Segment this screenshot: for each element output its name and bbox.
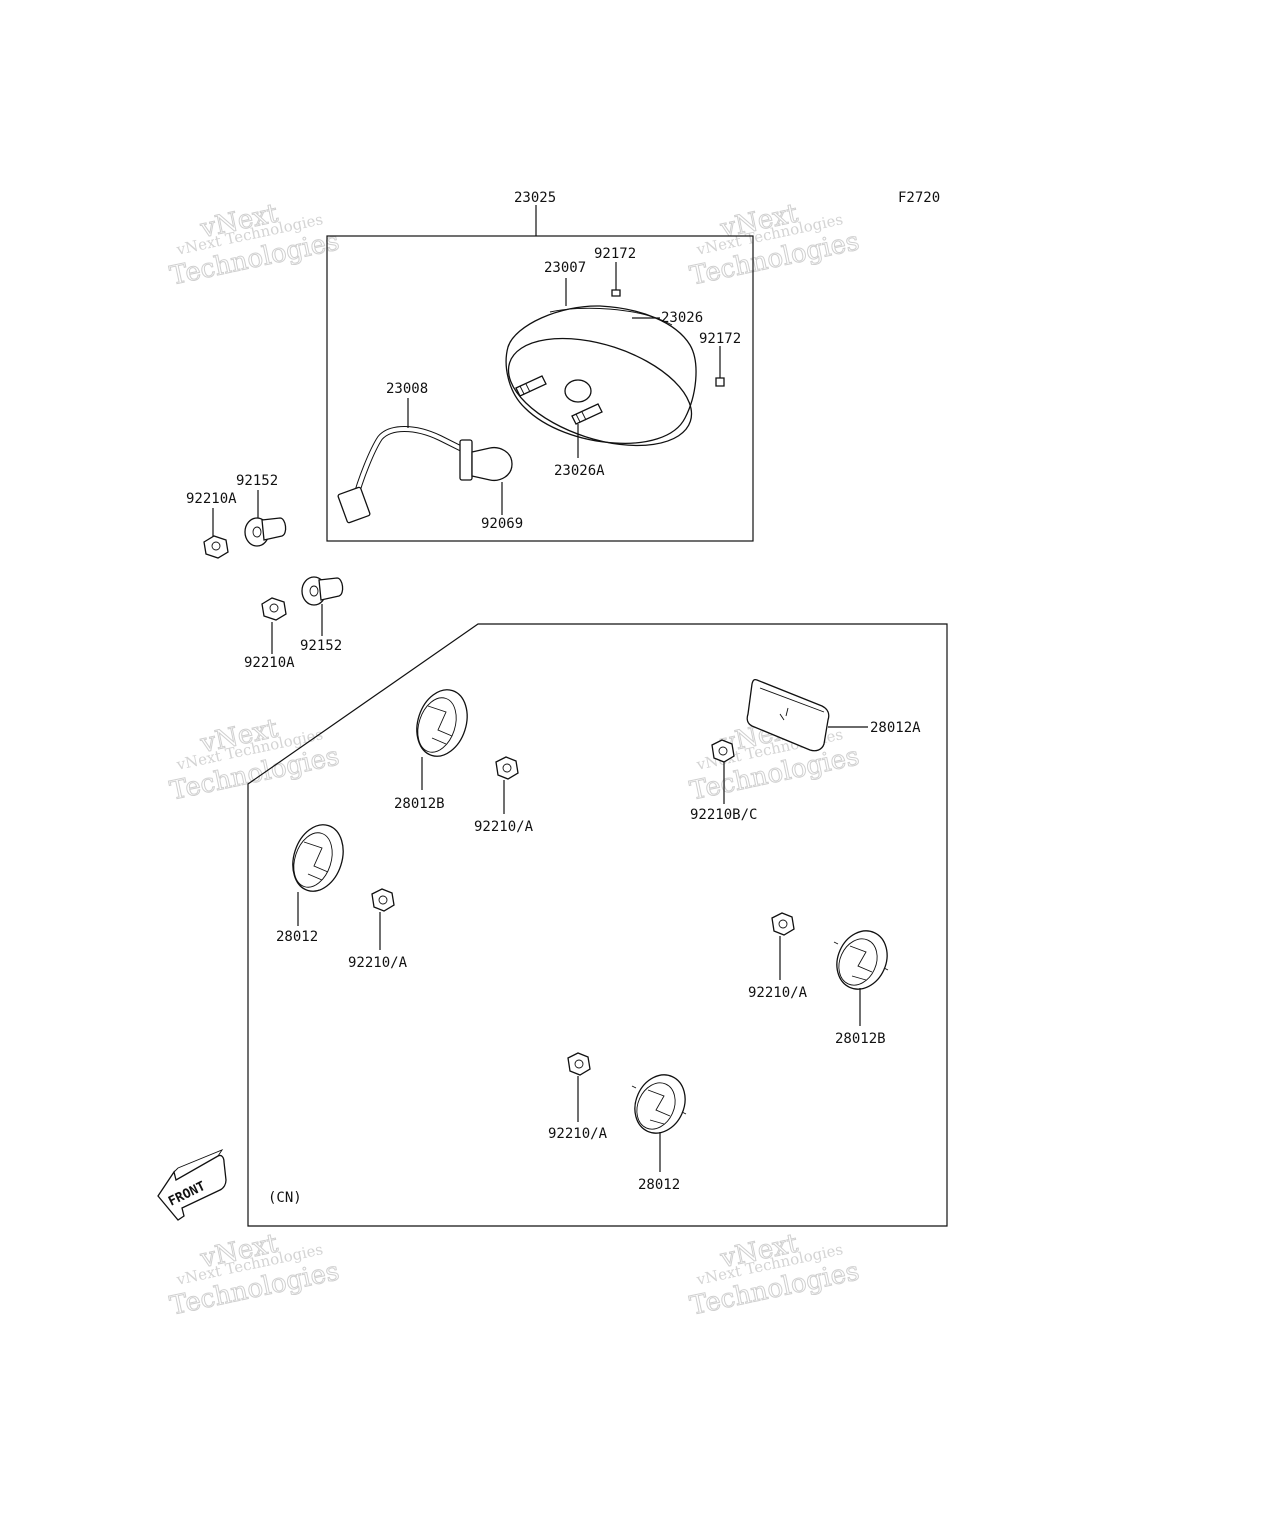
part-label-92210-A-3: 92210/A — [748, 985, 808, 1001]
part-label-92210-A-4: 92210/A — [548, 1126, 608, 1142]
part-label-92152-bottom: 92152 — [300, 638, 342, 654]
part-label-23026: 23026 — [661, 310, 703, 326]
collar-icon — [244, 517, 287, 547]
watermark-bottom-left: vNext vNext Technologies Technologies — [167, 1228, 343, 1322]
nut-icon — [711, 739, 735, 763]
part-label-23025: 23025 — [514, 190, 556, 206]
side-reflector-icon — [833, 930, 889, 990]
lamp-housing-icon — [505, 305, 697, 447]
part-label-92210-A-1: 92210/A — [474, 819, 534, 835]
watermark-mid-left: vNext vNext Technologies Technologies — [167, 713, 343, 807]
part-label-92210A-top: 92210A — [186, 491, 237, 507]
nut-icon — [771, 912, 795, 936]
part-label-23007: 23007 — [544, 260, 586, 276]
part-label-92210B-C: 92210B/C — [690, 807, 757, 823]
side-reflector-icon — [631, 1074, 687, 1134]
collar-icon — [301, 576, 344, 606]
rear-reflector-icon — [746, 678, 830, 752]
screw-icon — [715, 346, 725, 387]
part-label-92210-A-2: 92210/A — [348, 955, 408, 971]
part-label-23026A: 23026A — [554, 463, 605, 479]
nut-icon — [567, 1052, 591, 1076]
nut-icon — [203, 535, 229, 559]
fasteners-lower: 92152 92210A — [244, 576, 344, 671]
part-label-28012B-top: 28012B — [394, 796, 445, 812]
cn-frame — [247, 623, 948, 1227]
nut-icon — [371, 888, 395, 912]
socket-wire-icon — [337, 426, 473, 524]
nut-icon — [261, 597, 287, 621]
part-label-92069: 92069 — [481, 516, 523, 532]
part-label-28012B-right: 28012B — [835, 1031, 886, 1047]
figure-code: F2720 — [898, 190, 940, 206]
front-arrow-icon: FRONT — [157, 1149, 227, 1221]
part-label-92152-top: 92152 — [236, 473, 278, 489]
watermark-top-right: vNext vNext Technologies Technologies — [687, 198, 863, 292]
watermark-top-left: vNext vNext Technologies Technologies — [167, 198, 343, 292]
watermark-bottom-right: vNext vNext Technologies Technologies — [687, 1228, 863, 1322]
side-reflector-icon — [416, 689, 468, 757]
taillight-assembly: 23025 23007 23026 92172 — [326, 190, 754, 542]
part-label-92210A-bottom: 92210A — [244, 655, 295, 671]
part-label-28012-bottom: 28012 — [638, 1177, 680, 1193]
part-label-28012-left: 28012 — [276, 929, 318, 945]
reflector-set-cn: (CN) 28012A 92210B/C 28012B 92 — [247, 623, 948, 1227]
fasteners-upper: 92152 92210A — [186, 473, 287, 559]
screw-icon — [611, 262, 621, 297]
region-code: (CN) — [268, 1190, 302, 1206]
part-label-23008: 23008 — [386, 381, 428, 397]
part-label-92172-right: 92172 — [699, 331, 741, 347]
part-label-28012A: 28012A — [870, 720, 921, 736]
side-reflector-icon — [292, 824, 344, 892]
assembly-frame — [326, 235, 754, 542]
bulb-icon — [471, 446, 513, 482]
nut-icon — [495, 756, 519, 780]
part-label-92172-top: 92172 — [594, 246, 636, 262]
